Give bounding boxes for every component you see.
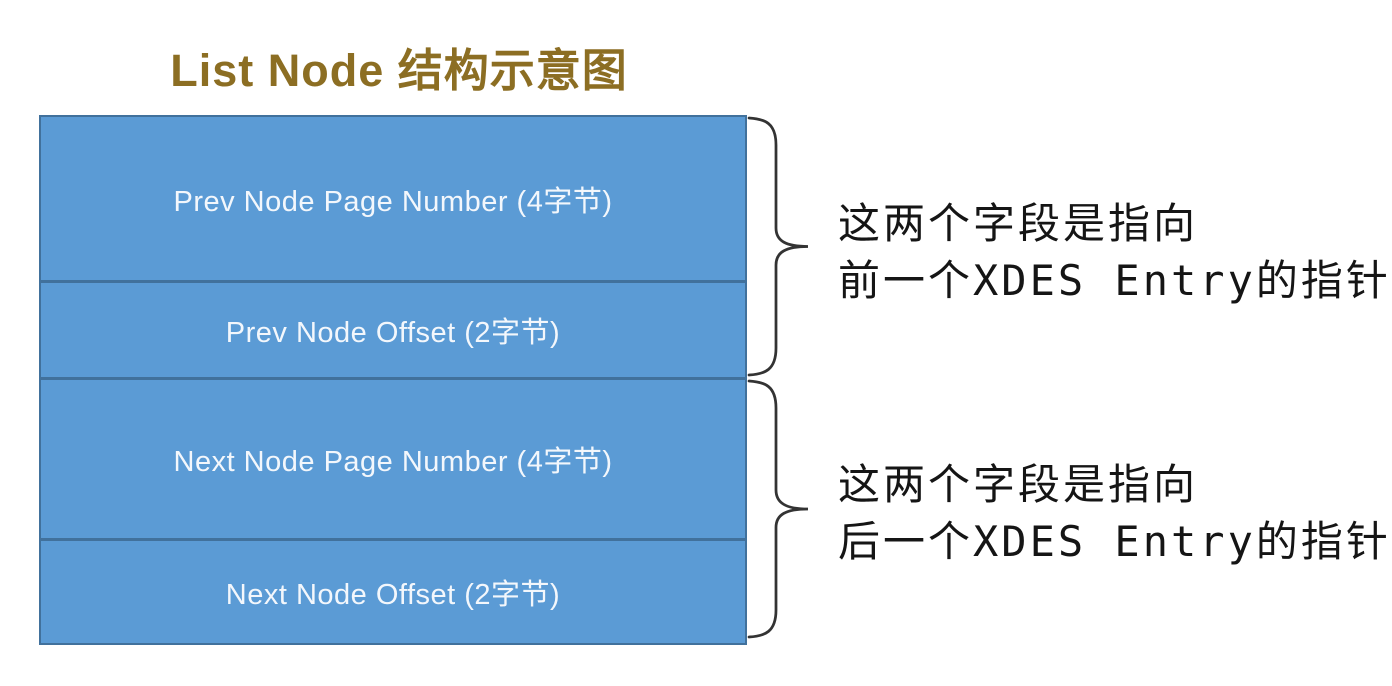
annotation-next-line1: 这两个字段是指向 [838,460,1199,509]
row-next-node-offset-label: Next Node Offset (2字节) [225,579,561,611]
row-prev-node-page-number: Prev Node Page Number (4字节) [41,117,745,280]
row-next-node-page-number: Next Node Page Number (4字节) [41,377,745,538]
annotation-prev-line1: 这两个字段是指向 [838,199,1199,248]
row-prev-node-offset: Prev Node Offset (2字节) [41,280,745,377]
brace-prev-fields-icon [746,115,812,378]
annotation-prev-pointer: 这两个字段是指向 前一个XDES Entry的指针 [838,195,1391,309]
row-prev-node-page-number-label: Prev Node Page Number (4字节) [173,185,613,218]
annotation-next-pointer: 这两个字段是指向 后一个XDES Entry的指针 [838,456,1391,570]
annotation-prev-line2: 前一个XDES Entry的指针 [838,256,1391,305]
row-next-node-offset: Next Node Offset (2字节) [41,538,745,643]
row-prev-node-offset-label: Prev Node Offset (2字节) [225,317,561,349]
diagram-title: List Node 结构示意图 [170,45,628,96]
annotation-next-line2: 后一个XDES Entry的指针 [838,517,1391,566]
list-node-box: Prev Node Page Number (4字节) Prev Node Of… [39,115,747,645]
row-next-node-page-number-label: Next Node Page Number (4字节) [173,446,613,478]
brace-next-fields-icon [746,378,812,640]
